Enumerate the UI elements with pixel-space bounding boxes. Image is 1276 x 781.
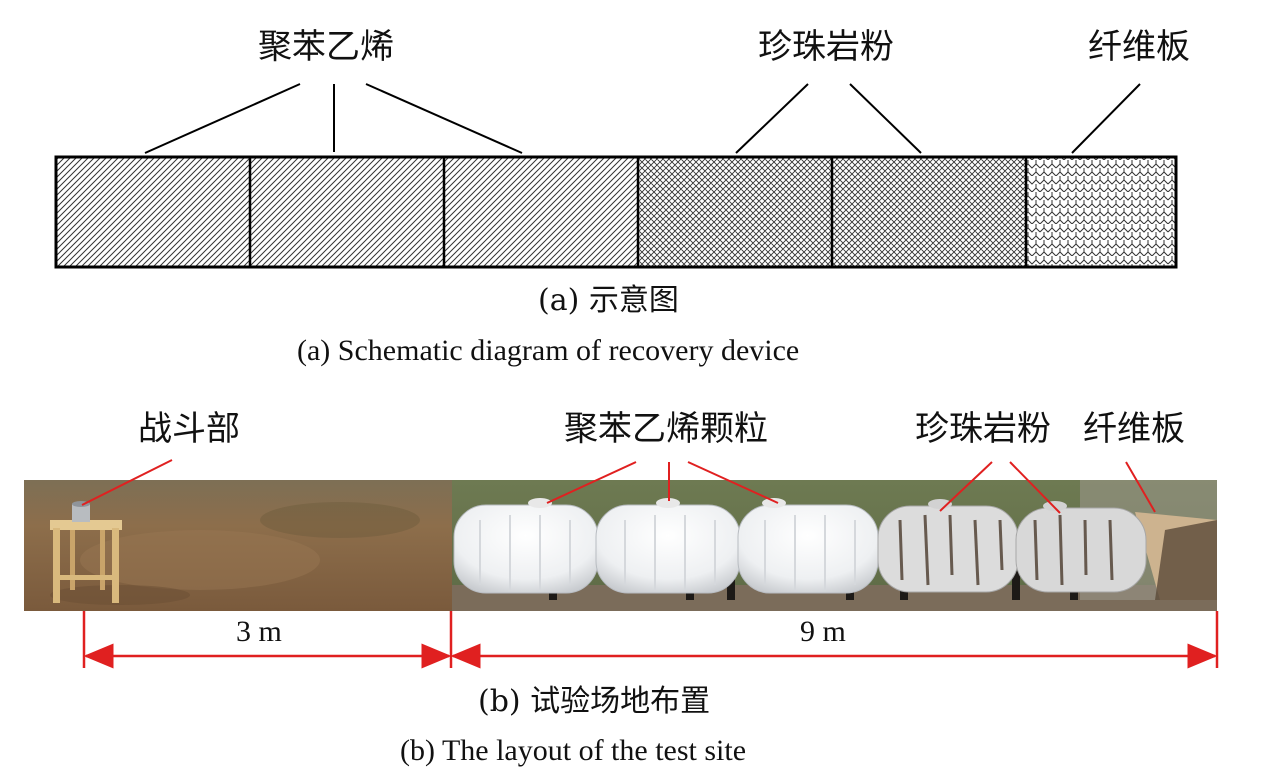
label-polystyrene-granules: 聚苯乙烯颗粒 [564, 409, 768, 449]
perlite-segment-1 [638, 157, 832, 267]
test-site-photo [24, 480, 1217, 611]
label-perlite-b: 珍珠岩粉 [915, 409, 1051, 449]
label-fiberboard-b: 纤维板 [1083, 409, 1185, 449]
polystyrene-segment-2 [250, 157, 444, 267]
distance-9m: 9 m [800, 615, 846, 648]
tank-row [453, 498, 1147, 600]
schematic-box [54, 155, 1178, 269]
label-warhead: 战斗部 [138, 409, 240, 449]
polystyrene-segment-1 [56, 157, 250, 267]
fiberboard-segment [1026, 157, 1176, 267]
label-fiberboard: 纤维板 [1088, 27, 1190, 67]
caption-b-cn: (b) 试验场地布置 [478, 684, 711, 719]
caption-b-en: (b) The layout of the test site [400, 734, 747, 767]
distance-3m: 3 m [236, 615, 282, 648]
label-perlite: 珍珠岩粉 [758, 27, 894, 67]
perlite-segment-2 [832, 157, 1026, 267]
schematic-leader-lines [144, 83, 1141, 154]
polystyrene-segment-3 [444, 157, 638, 267]
label-polystyrene: 聚苯乙烯 [258, 27, 394, 67]
caption-a-cn: (a) 示意图 [538, 283, 679, 318]
caption-a-en: (a) Schematic diagram of recovery device [297, 334, 800, 367]
dimension-lines [82, 611, 1219, 669]
photo-leader-lines [81, 459, 1156, 514]
